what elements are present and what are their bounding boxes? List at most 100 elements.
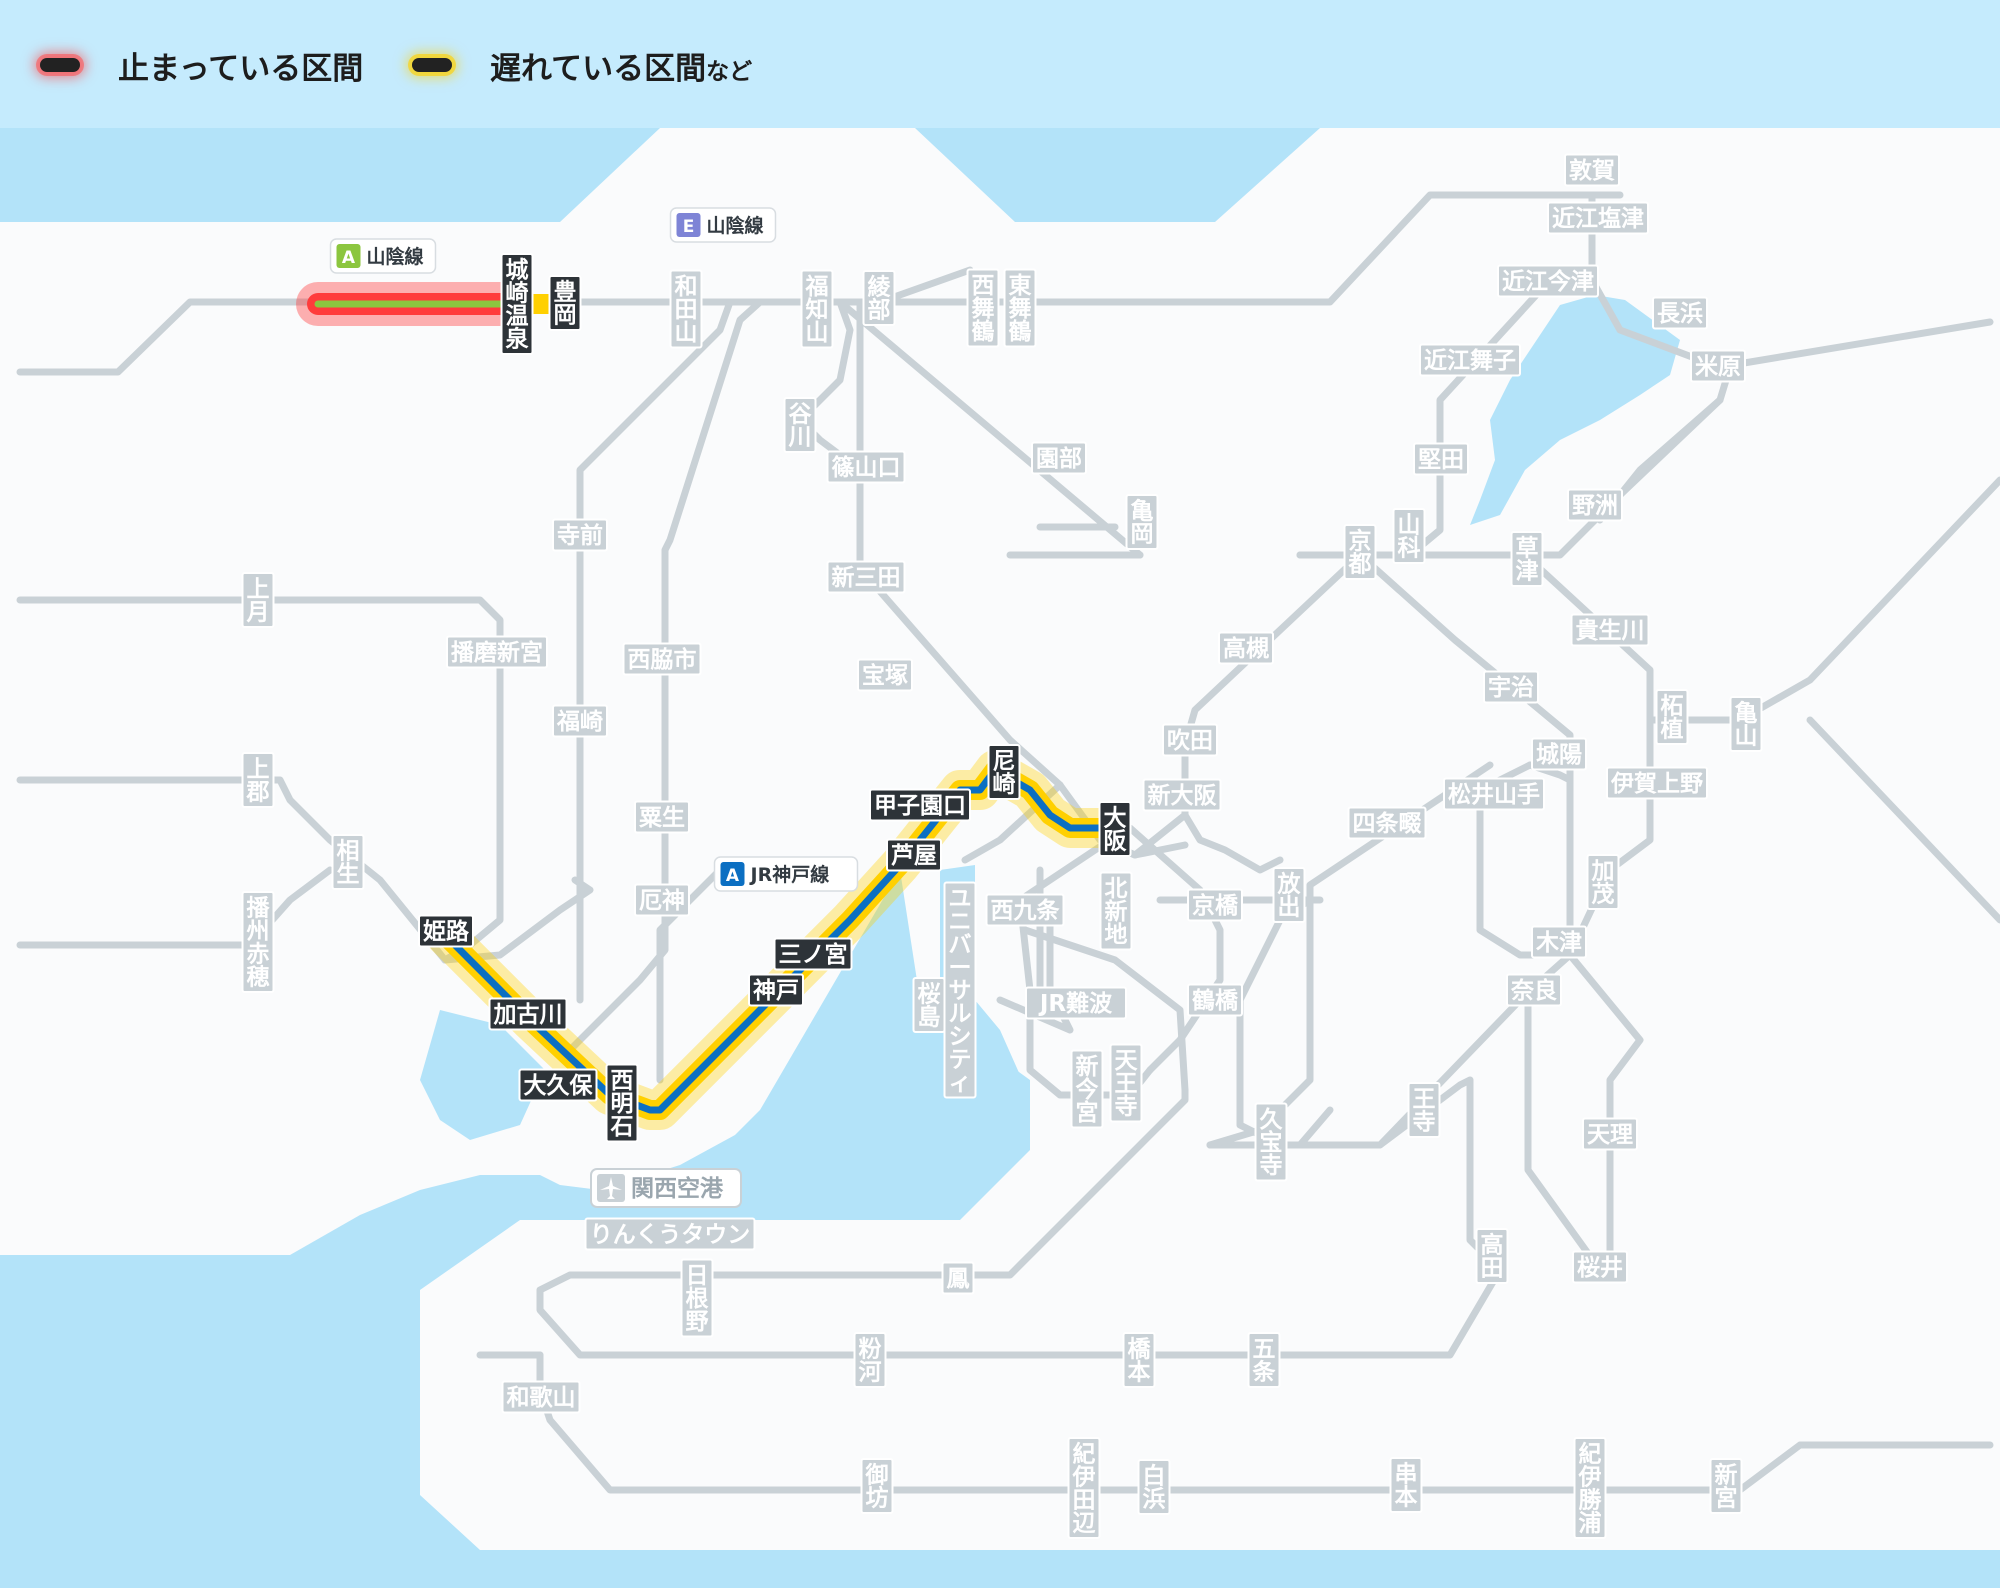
station-affected[interactable]: 尼崎 (987, 744, 1021, 800)
station-normal[interactable]: 日根野 (680, 1258, 714, 1338)
station-normal[interactable]: 四条畷 (1347, 806, 1427, 840)
station-normal[interactable]: 宇治 (1483, 670, 1539, 704)
station-normal[interactable]: 放出 (1272, 867, 1306, 923)
station-normal[interactable]: 堅田 (1413, 442, 1469, 476)
station-affected[interactable]: 大久保 (518, 1068, 598, 1102)
station-affected[interactable]: 神戸 (748, 973, 804, 1007)
station-normal[interactable]: 北新地 (1099, 871, 1133, 951)
station-normal[interactable]: 柘植 (1655, 689, 1689, 745)
station-normal[interactable]: 寺前 (552, 518, 608, 552)
station-normal[interactable]: 宝塚 (857, 658, 913, 692)
station-normal[interactable]: 奈良 (1506, 973, 1562, 1007)
station-normal[interactable]: 西脇市 (622, 642, 702, 676)
station-normal[interactable]: 王寺 (1407, 1082, 1441, 1138)
station-affected[interactable]: 大阪 (1098, 801, 1132, 857)
station-normal[interactable]: 加茂 (1586, 854, 1620, 910)
station-name-char: 西 (972, 273, 995, 299)
station-label-box (853, 1332, 887, 1388)
station-normal[interactable]: 近江塩津 (1547, 201, 1649, 235)
station-normal[interactable]: 貴生川 (1570, 613, 1650, 647)
station-name-char: 橋 (1128, 1337, 1152, 1363)
station-normal[interactable]: 鳳 (941, 1261, 975, 1295)
station-normal[interactable]: 串本 (1389, 1457, 1423, 1513)
station-affected[interactable]: 姫路 (418, 914, 474, 948)
station-normal[interactable]: 福知山 (800, 269, 834, 349)
station-normal[interactable]: 相生 (331, 834, 365, 890)
station-normal[interactable]: 近江舞子 (1419, 343, 1521, 377)
station-normal[interactable]: 播磨新宮 (446, 635, 548, 669)
station-normal[interactable]: 粉河 (853, 1332, 887, 1388)
station-name-char: 相 (337, 839, 360, 865)
station-normal[interactable]: 桜井 (1572, 1250, 1628, 1284)
station-normal[interactable]: 篠山口 (826, 450, 906, 484)
station-normal[interactable]: 上郡 (241, 752, 275, 808)
station-normal[interactable]: 谷川 (783, 397, 817, 453)
station-normal[interactable]: 城陽 (1531, 737, 1587, 771)
station-normal[interactable]: 御坊 (860, 1458, 894, 1514)
station-normal[interactable]: 桜島 (912, 977, 946, 1033)
station-normal[interactable]: 松井山手 (1443, 777, 1545, 811)
station-normal[interactable]: 木津 (1531, 925, 1587, 959)
station-normal[interactable]: 野洲 (1567, 488, 1623, 522)
station-normal[interactable]: 亀岡 (1125, 494, 1159, 550)
station-normal[interactable]: りんくうタウン (584, 1217, 756, 1251)
station-affected[interactable]: 甲子園口 (869, 788, 971, 822)
station-normal[interactable]: 和歌山 (501, 1380, 581, 1414)
station-normal[interactable]: 長浜 (1652, 296, 1708, 330)
station-normal[interactable]: 新宮 (1709, 1458, 1743, 1514)
station-affected[interactable]: 芦屋 (886, 838, 942, 872)
station-normal[interactable]: 五条 (1247, 1332, 1281, 1388)
station-normal[interactable]: 天王寺 (1109, 1043, 1143, 1123)
station-normal[interactable]: 白浜 (1137, 1459, 1171, 1515)
station-label-box (1690, 349, 1746, 383)
station-name-char: 尼 (993, 749, 1016, 775)
station-normal[interactable]: 和田山 (669, 269, 703, 349)
station-normal[interactable]: 新大阪 (1142, 778, 1222, 812)
station-normal[interactable]: 鶴橋 (1187, 983, 1243, 1017)
station-normal[interactable]: 吹田 (1162, 723, 1218, 757)
station-name-char: 島 (918, 1004, 941, 1031)
station-normal[interactable]: 粟生 (634, 800, 690, 834)
station-affected[interactable]: 西明石 (605, 1063, 639, 1143)
station-normal[interactable]: 西舞鶴 (966, 268, 1000, 348)
station-normal[interactable]: 新今宮 (1070, 1049, 1104, 1129)
station-normal[interactable]: 米原 (1690, 349, 1746, 383)
station-normal[interactable]: 福崎 (552, 704, 608, 738)
station-normal[interactable]: 綾部 (862, 270, 896, 326)
station-affected[interactable]: 加古川 (488, 997, 568, 1031)
station-label-box (1413, 442, 1469, 476)
station-normal[interactable]: 敦賀 (1564, 153, 1620, 187)
airport-tag[interactable]: 関西空港 (590, 1168, 742, 1208)
station-affected[interactable]: 豊岡 (548, 275, 582, 331)
station-normal[interactable]: JR難波 (1025, 986, 1127, 1020)
station-normal[interactable]: 近江今津 (1497, 264, 1599, 298)
station-normal[interactable]: 上月 (241, 572, 275, 628)
station-normal[interactable]: 草津 (1510, 531, 1544, 587)
station-affected[interactable]: 三ノ宮 (773, 937, 853, 971)
station-normal[interactable]: 京都 (1343, 524, 1377, 580)
station-normal[interactable]: 天理 (1582, 1117, 1638, 1151)
station-normal[interactable]: 高田 (1475, 1228, 1509, 1284)
station-normal[interactable]: 園部 (1031, 441, 1087, 475)
station-normal[interactable]: 西九条 (985, 893, 1065, 927)
station-name: 和歌山 (507, 1384, 576, 1411)
station-normal[interactable]: 久宝寺 (1254, 1102, 1288, 1182)
station-normal[interactable]: 亀山 (1729, 696, 1763, 752)
station-normal[interactable]: 新三田 (826, 560, 906, 594)
station-normal[interactable]: 山科 (1392, 508, 1426, 564)
station-normal[interactable]: 高槻 (1218, 631, 1274, 665)
station-name: 米原 (1695, 354, 1741, 380)
station-normal[interactable]: 東舞鶴 (1003, 268, 1037, 348)
station-normal[interactable]: 京橋 (1187, 888, 1243, 922)
station-normal[interactable]: 厄神 (634, 883, 690, 917)
station-normal[interactable]: 伊賀上野 (1606, 766, 1708, 800)
station-normal[interactable]: 橋本 (1122, 1332, 1156, 1388)
